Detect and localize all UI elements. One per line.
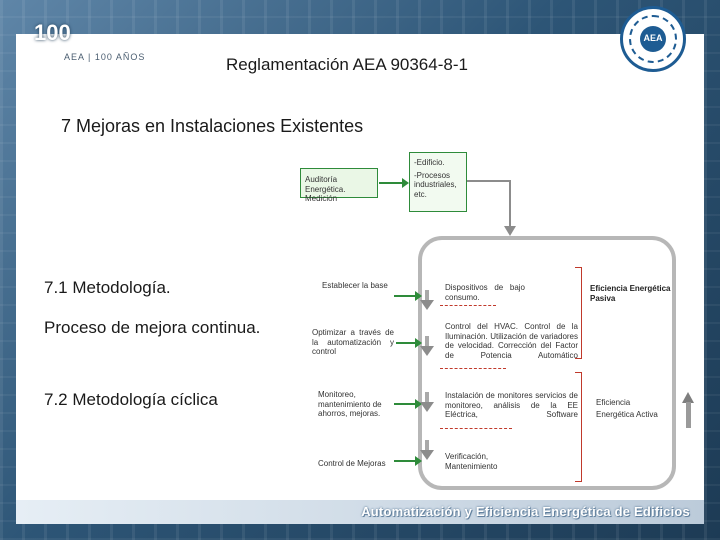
aea-seal-logo: AEA	[620, 6, 686, 72]
step-monitoreo: Monitoreo, mantenimiento de ahorros, mej…	[318, 390, 382, 418]
logo-subtitle: AEA | 100 AÑOS	[64, 52, 146, 62]
label-active-efficiency: Eficiencia Energética Activa	[596, 398, 658, 419]
slide-title: Reglamentación AEA 90364-8-1	[226, 55, 468, 74]
target-procesos: -Procesos industriales, etc.	[414, 170, 457, 199]
label-passive-efficiency: Eficiencia Energética Pasiva	[590, 284, 671, 303]
step-establecer: Establecer la base	[322, 281, 388, 290]
slide-subtitle: 7 Mejoras en Instalaciones Existentes	[61, 116, 364, 136]
arrow-up-icon	[682, 392, 694, 428]
seal-ring	[629, 15, 677, 63]
action-dispositivos: Dispositivos de bajo consumo.	[445, 283, 525, 302]
divider-dashed	[440, 305, 496, 306]
targets-box: -Edificio. -Procesos industriales, etc.	[409, 152, 467, 212]
slide-canvas	[16, 34, 704, 524]
audit-box-text: Auditoría Energética. Medición	[305, 175, 346, 203]
left-item-mejora-continua: Proceso de mejora continua.	[44, 318, 261, 337]
connector-horizontal	[467, 180, 511, 182]
seal-text: AEA	[643, 33, 663, 43]
divider-dashed	[440, 428, 512, 429]
logo-number: 100	[34, 20, 71, 45]
arrow-right-icon	[394, 399, 422, 409]
divider-dashed	[440, 368, 506, 369]
arrow-down-icon	[504, 226, 516, 236]
arrow-right-icon	[396, 338, 422, 348]
brace-active	[575, 372, 582, 482]
step-control: Control de Mejoras	[318, 459, 386, 468]
gear-icon: AEA	[640, 26, 666, 52]
audit-box: Auditoría Energética. Medición	[300, 168, 378, 203]
cycle-frame	[418, 236, 676, 490]
left-item-metodologia: 7.1 Metodología.	[44, 278, 171, 297]
target-edificio: -Edificio.	[414, 158, 445, 167]
action-monitores: Instalación de monitores servicios de mo…	[445, 391, 578, 419]
action-verificacion: Verificación, Mantenimiento	[445, 452, 498, 471]
connector-vertical	[509, 180, 511, 226]
arrow-right-icon	[394, 456, 422, 466]
arrow-right-icon	[394, 291, 422, 301]
aea-100-logo: 100	[34, 16, 84, 56]
action-control-hvac: Control del HVAC. Control de la Iluminac…	[445, 322, 578, 360]
step-optimizar: Optimizar a través de la automatización …	[312, 328, 394, 356]
arrow-right-icon	[379, 178, 409, 188]
footer-text: Automatización y Eficiencia Energética d…	[361, 504, 690, 519]
brace-passive	[575, 267, 582, 359]
footer-band	[16, 500, 704, 524]
left-item-metodologia-ciclica: 7.2 Metodología cíclica	[44, 390, 218, 409]
